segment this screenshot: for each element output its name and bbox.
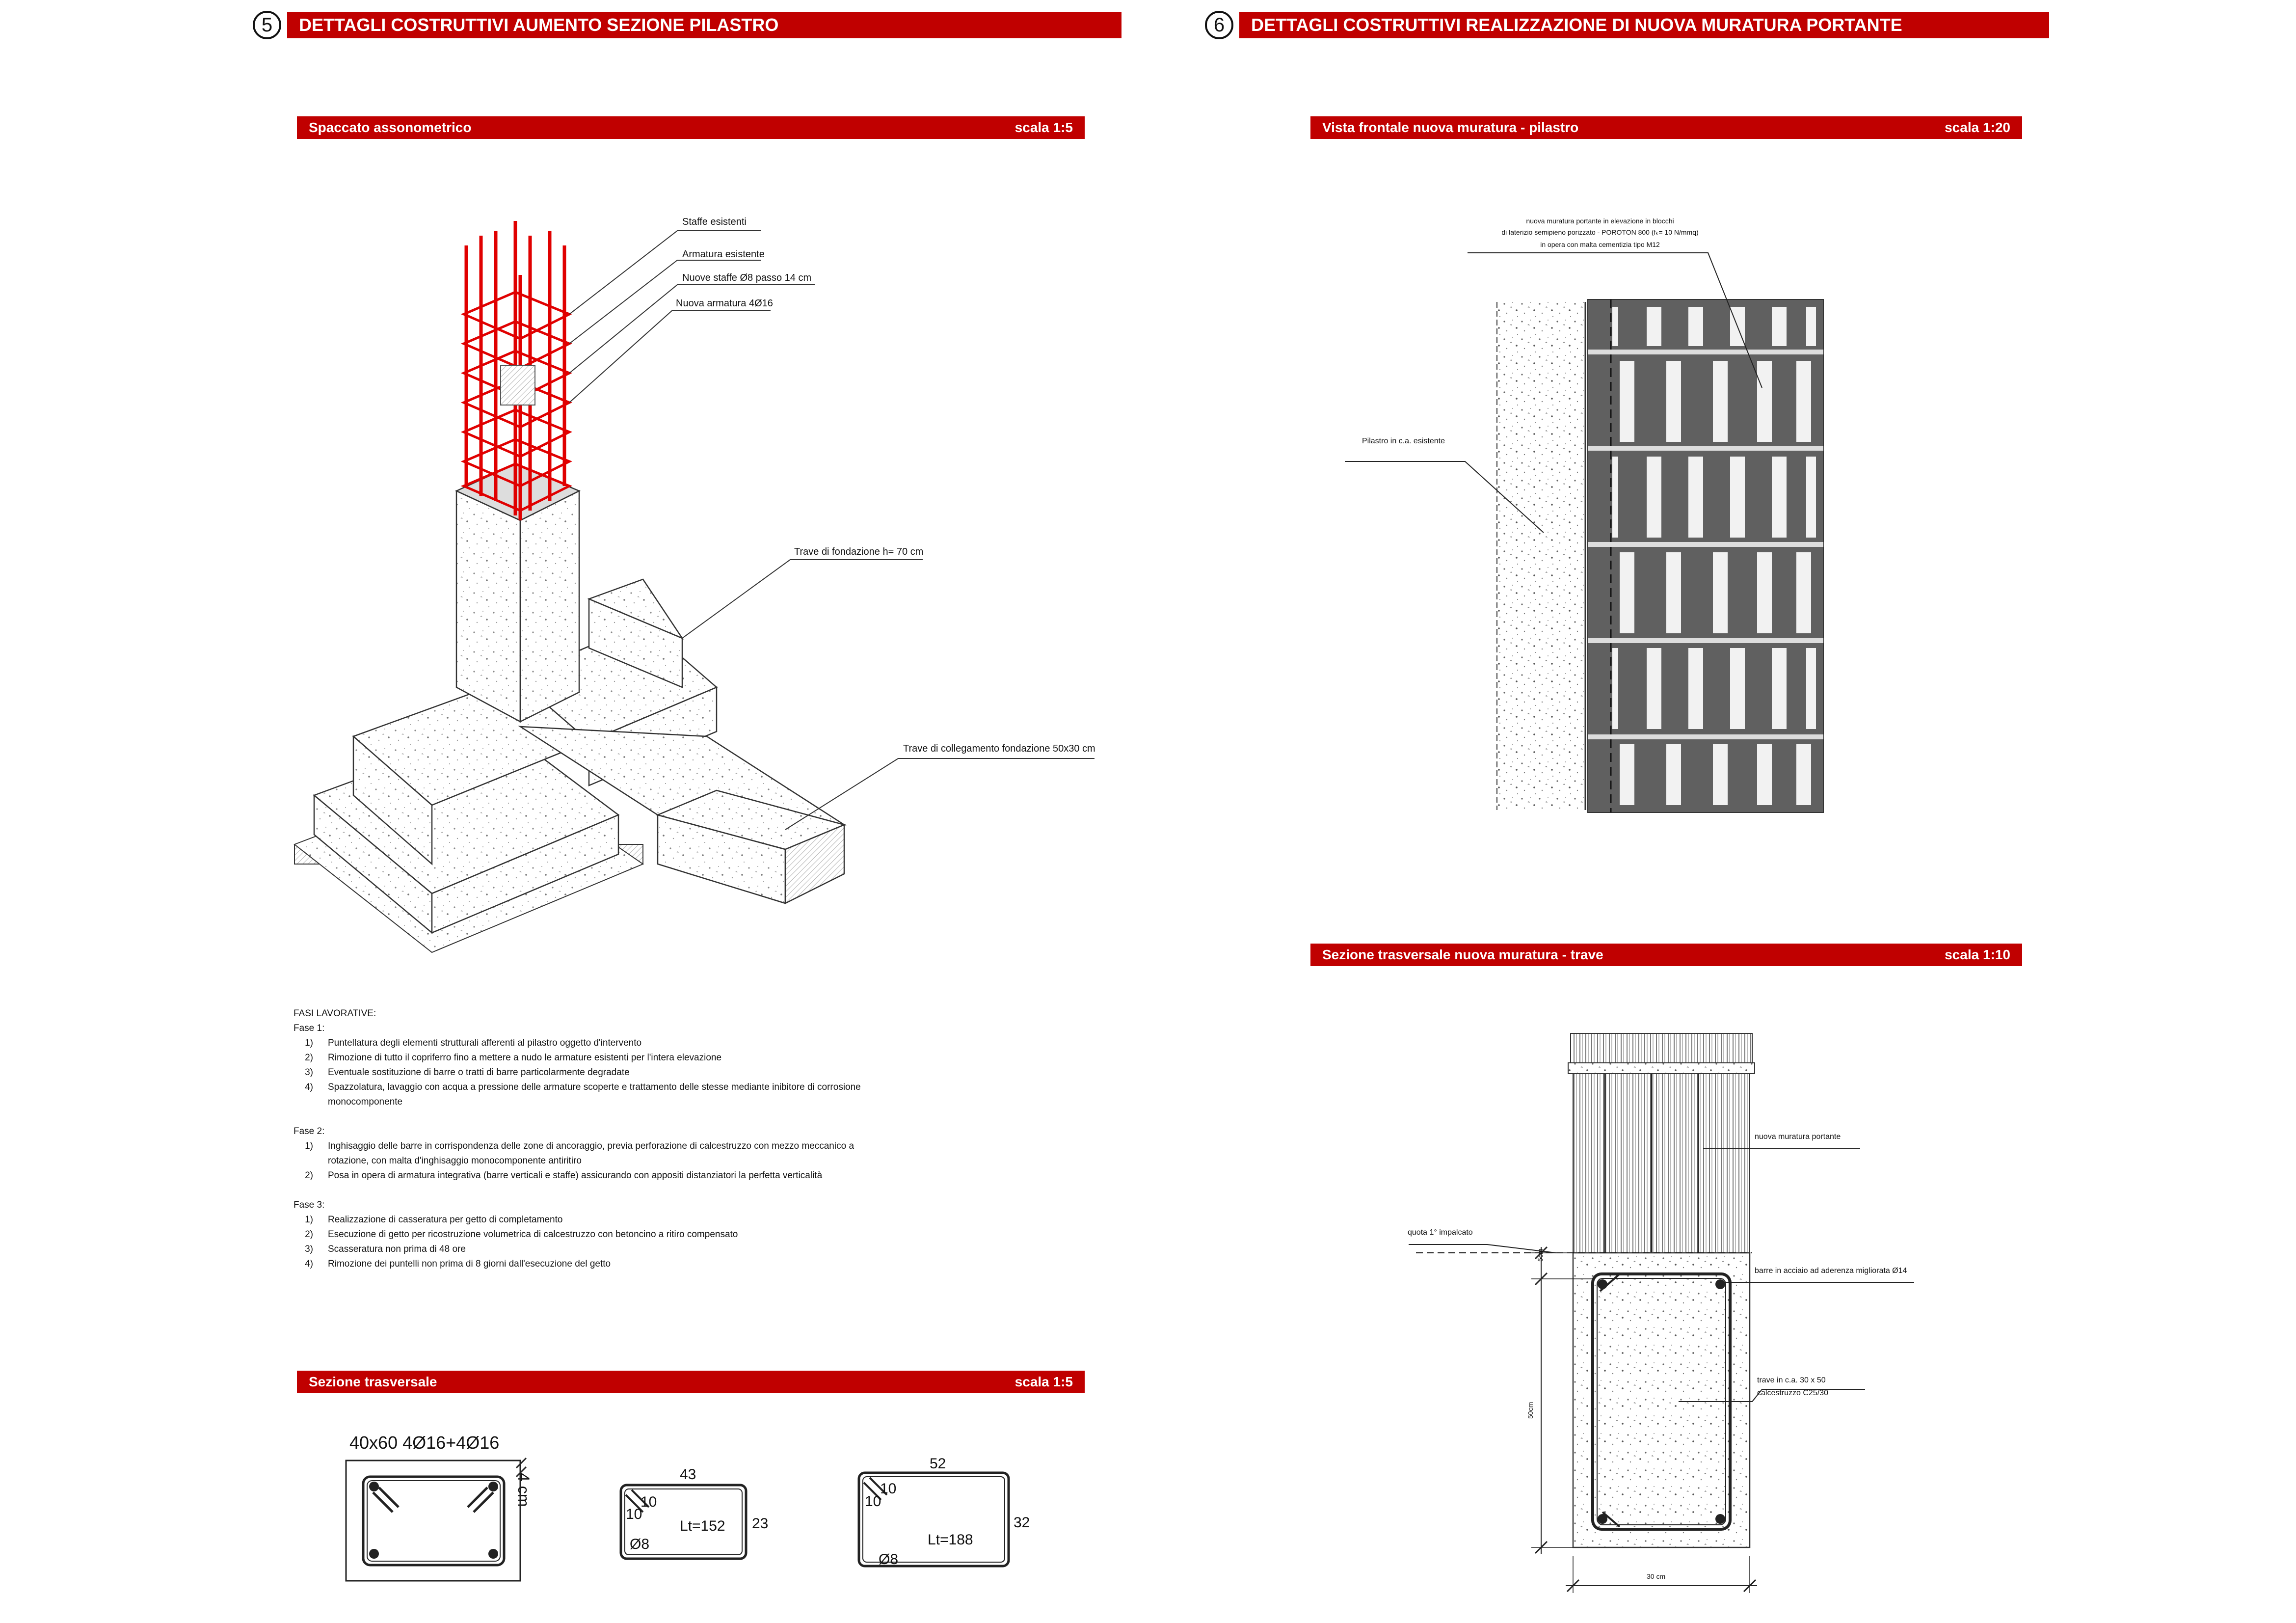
label-staffe-esistenti: Staffe esistenti (682, 216, 747, 227)
axonometric-drawing (293, 221, 1095, 953)
phase-3-item: Rimozione dei puntelli non prima di 8 gi… (328, 1259, 611, 1269)
section-main-label: 40x60 4Ø16+4Ø16 (349, 1433, 500, 1453)
phase-1-item: Rimozione di tutto il copriferro fino a … (328, 1053, 722, 1063)
stirrup1-length: Lt=152 (680, 1518, 725, 1534)
section-6-title: DETTAGLI COSTRUTTIVI REALIZZAZIONE DI NU… (1239, 12, 2049, 38)
phase-3-item: Realizzazione di casseratura per getto d… (328, 1215, 563, 1225)
stirrup2-hook: 10 (880, 1481, 897, 1497)
label-armatura-esistente: Armatura esistente (682, 249, 765, 260)
phase-3-item: Esecuzione di getto per ricostruzione vo… (328, 1229, 738, 1240)
label-nuove-staffe: Nuove staffe Ø8 passo 14 cm (682, 272, 812, 283)
section-5-title: DETTAGLI COSTRUTTIVI AUMENTO SEZIONE PIL… (287, 12, 1121, 38)
front-header: Vista frontale nuova muratura - pilastro… (1310, 116, 2022, 139)
masonry-note-line3: in opera con malta cementizia tipo M12 (1540, 241, 1660, 248)
stirrup1-hook: 10 (641, 1494, 657, 1510)
phase-2-title: Fase 2: (294, 1126, 325, 1136)
stirrup1-side: 23 (752, 1515, 769, 1532)
phases-heading: FASI LAVORATIVE: (294, 1008, 376, 1019)
dim-5cm: 5cm (1536, 1248, 1544, 1262)
front-scale: scala 1:20 (1945, 120, 2010, 135)
section-header: Sezione trasversale scala 1:5 (297, 1371, 1085, 1393)
cross-scale: scala 1:10 (1945, 947, 2010, 962)
masonry-note-line2: di laterizio semipieno porizzato - POROT… (1501, 228, 1699, 236)
section-scale: scala 1:5 (1015, 1374, 1073, 1389)
stirrup2-side: 32 (1014, 1515, 1030, 1531)
section-6-number: 6 (1205, 11, 1233, 39)
phase-1-item: Puntellatura degli elementi strutturali … (328, 1038, 642, 1048)
stirrup2-top: 52 (930, 1456, 946, 1472)
dim-30cm: 30 cm (1647, 1572, 1666, 1580)
label-trave-collegamento: Trave di collegamento fondazione 50x30 c… (903, 743, 1095, 754)
stirrup1-hook2: 10 (626, 1506, 642, 1522)
label-nuova-armatura: Nuova armatura 4Ø16 (676, 298, 773, 309)
cross-header: Sezione trasversale nuova muratura - tra… (1310, 944, 2022, 966)
phase-2-item: Posa in opera di armatura integrativa (b… (328, 1170, 823, 1181)
masonry-note-line1: nuova muratura portante in elevazione in… (1526, 217, 1674, 225)
stirrup2-dia: Ø8 (879, 1551, 899, 1568)
section-5-number: 5 (253, 11, 281, 39)
stirrup2-hook2: 10 (865, 1493, 881, 1510)
stirrup1-top: 43 (680, 1466, 696, 1483)
quota-label: quota 1° impalcato (1408, 1228, 1473, 1237)
phase-1-item: monocomponente (328, 1097, 403, 1107)
dim-50cm: 50cm (1526, 1402, 1534, 1419)
phase-3-title: Fase 3: (294, 1200, 325, 1210)
front-title: Vista frontale nuova muratura - pilastro (1322, 120, 1579, 135)
muratura-label: nuova muratura portante (1755, 1133, 1841, 1141)
work-phases: FASI LAVORATIVE: Fase 1: 1)Puntellatura … (294, 1006, 1089, 1271)
axon-header: Spaccato assonometrico scala 1:5 (297, 116, 1085, 139)
label-trave-fondazione: Trave di fondazione h= 70 cm (794, 546, 924, 557)
phase-1-title: Fase 1: (294, 1023, 325, 1033)
cross-title: Sezione trasversale nuova muratura - tra… (1322, 947, 1603, 962)
phase-2-item: rotazione, con malta d'inghisaggio monoc… (328, 1156, 582, 1166)
phase-3-item: Scasseratura non prima di 48 ore (328, 1244, 466, 1254)
trave-label-line1: trave in c.a. 30 x 50 (1757, 1376, 1826, 1384)
trave-label-line2: calcestruzzo C25/30 (1757, 1389, 1828, 1397)
stirrup1-dia: Ø8 (630, 1536, 650, 1552)
stirrup2-length: Lt=188 (928, 1532, 973, 1548)
axon-title: Spaccato assonometrico (309, 120, 472, 135)
phase-1-item: Spazzolatura, lavaggio con acqua a press… (328, 1082, 861, 1092)
pilastro-label: Pilastro in c.a. esistente (1362, 437, 1445, 445)
axon-scale: scala 1:5 (1015, 120, 1073, 135)
barre-label: barre in acciaio ad aderenza migliorata … (1755, 1267, 1907, 1275)
section-title: Sezione trasversale (309, 1374, 437, 1389)
phase-2-item: Inghisaggio delle barre in corrispondenz… (328, 1141, 854, 1151)
phase-1-item: Eventuale sostituzione di barre o tratti… (328, 1067, 630, 1078)
